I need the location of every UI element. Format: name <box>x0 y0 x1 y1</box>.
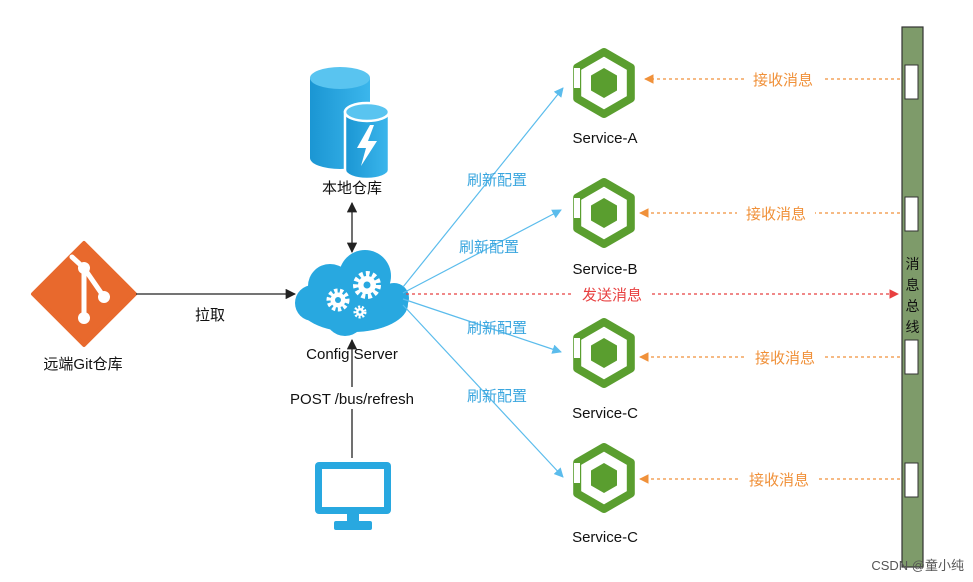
local-repo-node: 本地仓库 <box>310 67 391 197</box>
git-icon <box>31 241 137 347</box>
refresh-arrow-c1 <box>402 298 562 354</box>
refresh-label-c1: 刷新配置 <box>467 320 527 337</box>
bus-bar <box>901 26 924 568</box>
service-node-a: Service-A <box>572 48 638 147</box>
hexagon-inner <box>591 463 617 493</box>
bus-label-char-1: 消 <box>906 256 920 272</box>
service-node-b: Service-B <box>572 178 638 278</box>
refresh-arrow-b <box>402 209 562 294</box>
bus-label-char-4: 线 <box>906 319 920 335</box>
git-repo-label: 远端Git仓库 <box>43 356 122 373</box>
service-b-label: Service-B <box>572 261 637 278</box>
bus-label-char-2: 息 <box>906 277 920 293</box>
refresh-label-c2: 刷新配置 <box>467 388 527 405</box>
refresh-label-a: 刷新配置 <box>467 172 527 189</box>
service-node-c2: Service-C <box>572 443 638 546</box>
service-a-label: Service-A <box>572 130 637 147</box>
receive-label-bg-c1 <box>746 346 824 368</box>
edge-pull: 拉取 <box>136 288 297 324</box>
refresh-label-b: 刷新配置 <box>459 239 519 256</box>
git-repo-node: 远端Git仓库 <box>31 241 137 373</box>
client-monitor-node <box>315 462 391 530</box>
bus-port-4 <box>904 462 919 498</box>
receive-label-b: 接收消息 <box>746 206 806 223</box>
bus-port-2 <box>904 196 919 232</box>
service-hexagon-icon <box>573 178 635 248</box>
receive-label-bg-a <box>744 68 822 90</box>
local-repo-label: 本地仓库 <box>322 180 382 197</box>
service-c2-label: Service-C <box>572 529 638 546</box>
receive-label-c1: 接收消息 <box>755 350 815 367</box>
edge-post: POST /bus/refresh <box>276 338 428 458</box>
refresh-arrow-a <box>402 87 564 288</box>
hexagon-inner <box>591 198 617 228</box>
service-hexagon-icon <box>573 318 635 388</box>
receive-label-a: 接收消息 <box>753 72 813 89</box>
bus-port-1 <box>904 64 919 100</box>
receive-label-bg-c2 <box>740 468 818 490</box>
watermark: CSDN @童小纯 <box>871 558 964 573</box>
receive-label-bg-b <box>737 202 815 224</box>
edge-receive-group: 接收消息 接收消息 接收消息 接收消息 <box>639 68 900 490</box>
receive-label-c2: 接收消息 <box>749 472 809 489</box>
send-label: 发送消息 <box>582 287 642 304</box>
monitor-icon <box>315 462 391 530</box>
bus-label-char-3: 总 <box>906 298 920 314</box>
cloud-gears-icon <box>295 250 409 336</box>
hexagon-inner <box>591 68 617 98</box>
edge-send: 发送消息 <box>406 283 899 305</box>
message-bus: 消 息 总 线 <box>901 26 924 568</box>
service-hexagon-icon <box>573 443 635 513</box>
database-icon <box>310 67 391 181</box>
edge-refresh-group: 刷新配置 刷新配置 刷新配置 刷新配置 <box>402 87 564 478</box>
post-label-bg <box>276 387 428 409</box>
send-label-bg <box>572 283 652 305</box>
service-hexagon-icon <box>573 48 635 118</box>
config-server-node: Config Server <box>295 250 409 363</box>
service-c1-label: Service-C <box>572 405 638 422</box>
bus-port-3 <box>904 339 919 375</box>
service-node-c1: Service-C <box>572 318 638 422</box>
post-label: POST /bus/refresh <box>290 391 414 408</box>
hexagon-inner <box>591 338 617 368</box>
refresh-arrow-c2 <box>402 304 564 478</box>
pull-label: 拉取 <box>195 307 225 324</box>
